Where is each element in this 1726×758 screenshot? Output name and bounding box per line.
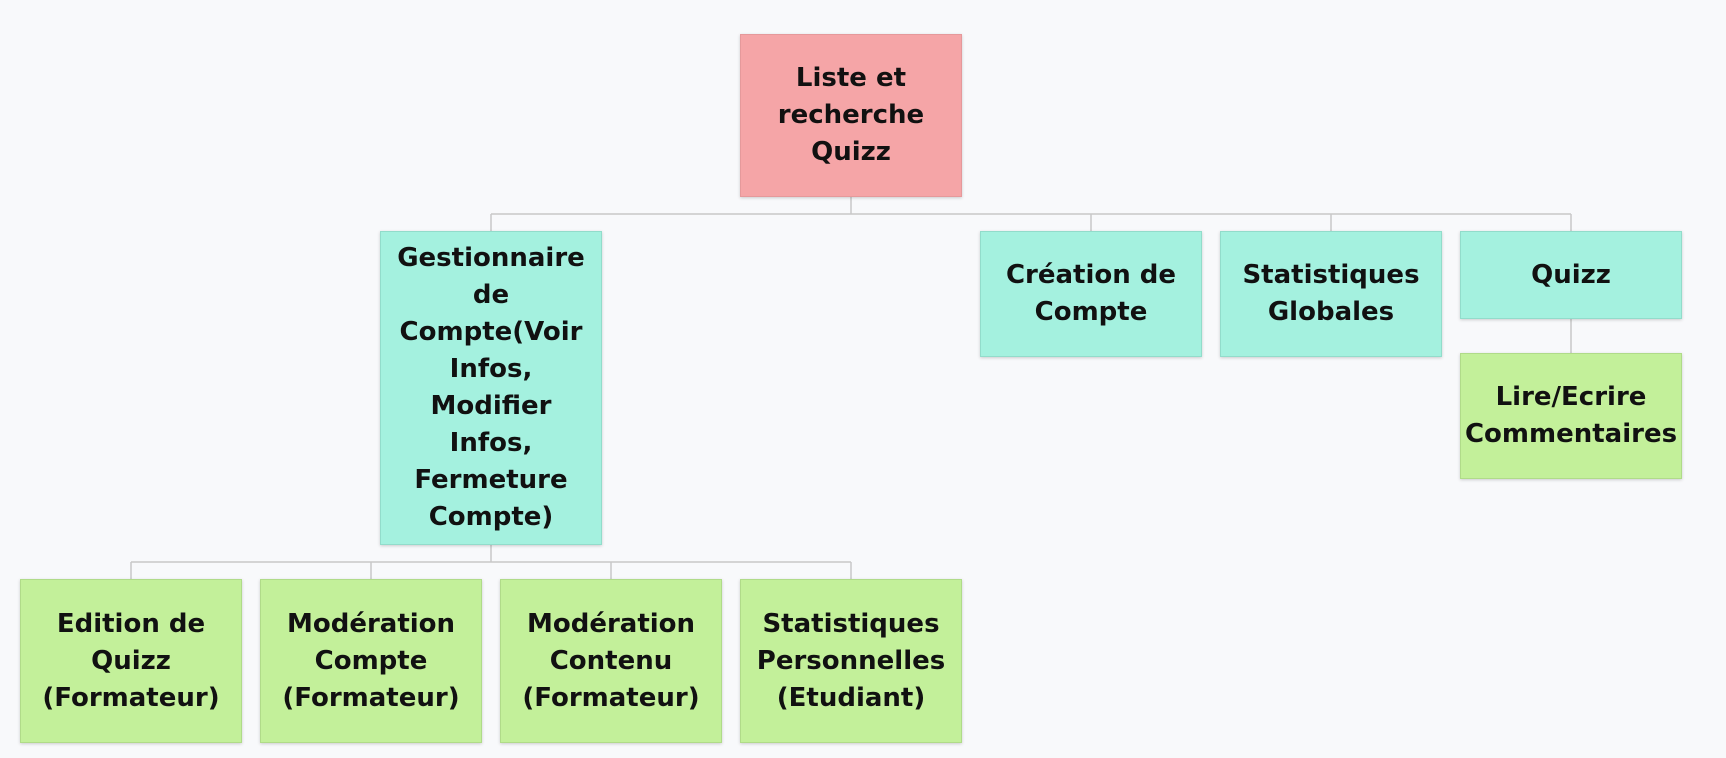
node-account-moderation-label: Modération Compte (Formateur) bbox=[282, 608, 460, 713]
node-global-stats-label: Statistiques Globales bbox=[1242, 260, 1420, 327]
node-global-stats[interactable]: Statistiques Globales bbox=[1220, 231, 1442, 357]
node-account-creation-label: Création de Compte bbox=[1005, 260, 1177, 327]
node-comments-label: Lire/Ecrire Commentaires bbox=[1464, 382, 1678, 449]
node-account-manager-label: Gestionnaire de Compte(Voir Infos, Modif… bbox=[397, 243, 585, 532]
node-root[interactable]: Liste et recherche Quizz bbox=[740, 34, 962, 197]
node-quizz[interactable]: Quizz bbox=[1460, 231, 1682, 319]
node-account-creation[interactable]: Création de Compte bbox=[980, 231, 1202, 357]
node-quiz-edit-label: Edition de Quizz (Formateur) bbox=[42, 608, 220, 713]
node-content-moderation-label: Modération Contenu (Formateur) bbox=[522, 608, 700, 713]
node-root-label: Liste et recherche Quizz bbox=[777, 63, 925, 167]
node-quiz-edit[interactable]: Edition de Quizz (Formateur) bbox=[20, 579, 242, 743]
node-personal-stats[interactable]: Statistiques Personnelles (Etudiant) bbox=[740, 579, 962, 743]
node-comments[interactable]: Lire/Ecrire Commentaires bbox=[1460, 353, 1682, 479]
node-content-moderation[interactable]: Modération Contenu (Formateur) bbox=[500, 579, 722, 743]
node-quizz-label: Quizz bbox=[1531, 259, 1611, 290]
node-account-manager[interactable]: Gestionnaire de Compte(Voir Infos, Modif… bbox=[380, 231, 602, 545]
node-account-moderation[interactable]: Modération Compte (Formateur) bbox=[260, 579, 482, 743]
node-personal-stats-label: Statistiques Personnelles (Etudiant) bbox=[756, 608, 946, 713]
